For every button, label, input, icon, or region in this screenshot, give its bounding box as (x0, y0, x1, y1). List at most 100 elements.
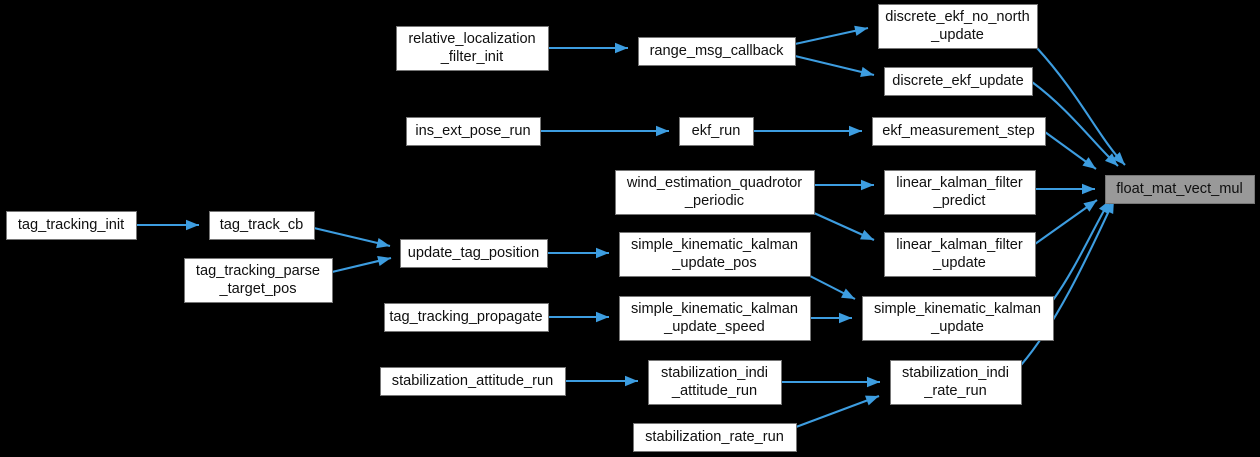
node-label: simple_kinematic_kalman (874, 301, 1041, 317)
node-label: stabilization_indi (661, 365, 768, 381)
arrow-head-icon (861, 179, 874, 191)
arrow-head-icon (854, 25, 868, 36)
node-box[interactable] (878, 4, 1038, 49)
node-label: tag_tracking_propagate (389, 309, 542, 325)
graph-node-tag_tracking_parse_target_pos[interactable]: tag_tracking_parse _target_pos (184, 258, 333, 303)
node-label: _periodic (684, 193, 744, 209)
node-box[interactable] (384, 303, 549, 332)
graph-node-relative_localization_filter_init[interactable]: relative_localization_filter_init (396, 26, 549, 71)
arrow-head-icon (839, 312, 852, 324)
node-label: simple_kinematic_kalman (631, 237, 798, 253)
call-edge (794, 54, 875, 77)
graph-node-stabilization_indi_rate_run[interactable]: stabilization_indi _rate_run (890, 360, 1022, 405)
node-box[interactable] (619, 296, 811, 341)
node-box[interactable] (400, 239, 548, 268)
graph-node-stabilization_indi_attitude_run[interactable]: stabilization_indi _attitude_run (648, 360, 782, 405)
arrow-head-icon (867, 376, 880, 388)
node-label: tag_tracking_parse (196, 263, 320, 279)
node-box[interactable] (679, 117, 754, 146)
node-label: tag_track_cb (220, 217, 304, 233)
node-box[interactable] (380, 367, 566, 396)
arrow-head-icon (656, 125, 669, 137)
node-box[interactable] (396, 26, 549, 71)
node-box[interactable] (209, 211, 315, 240)
node-box[interactable] (633, 423, 797, 452)
arrow-head-icon (1083, 200, 1097, 212)
node-box[interactable] (884, 232, 1036, 277)
graph-node-linear_kalman_filter_predict[interactable]: linear_kalman_filter _predict (884, 170, 1036, 215)
arrow-head-icon (865, 395, 879, 406)
arrow-head-icon (615, 42, 628, 54)
node-label: range_msg_callback (650, 43, 785, 59)
node-label: _predict (933, 193, 986, 209)
node-box[interactable] (184, 258, 333, 303)
node-label: ekf_measurement_step (882, 123, 1035, 139)
graph-node-stabilization_rate_run[interactable]: stabilization_rate_run (633, 423, 797, 452)
node-box[interactable] (862, 296, 1054, 341)
node-label: tag_tracking_init (18, 217, 124, 233)
arrow-head-icon (841, 288, 855, 299)
arrow-head-icon (186, 219, 199, 231)
graph-node-discrete_ekf_no_north_update[interactable]: discrete_ekf_no_north _update (878, 4, 1038, 49)
node-label: _rate_run (923, 383, 986, 399)
node-label: simple_kinematic_kalman (631, 301, 798, 317)
node-label: discrete_ekf_update (892, 73, 1023, 89)
graph-node-ins_ext_pose_run[interactable]: ins_ext_pose_run (406, 117, 541, 146)
graph-node-stabilization_attitude_run[interactable]: stabilization_attitude_run (380, 367, 566, 396)
node-box[interactable] (406, 117, 541, 146)
arrow-head-icon (376, 237, 390, 249)
graph-node-range_msg_callback[interactable]: range_msg_callback (638, 37, 796, 66)
arrow-head-icon (1112, 151, 1125, 165)
graph-node-simple_kinematic_kalman_update_speed[interactable]: simple_kinematic_kalman_update_speed (619, 296, 811, 341)
graph-node-ekf_run[interactable]: ekf_run (679, 117, 754, 146)
graph-node-wind_estimation_quadrotor_periodic[interactable]: wind_estimation_quadrotor _periodic (615, 170, 815, 215)
node-label: ekf_run (692, 123, 741, 139)
arrow-head-icon (596, 311, 609, 323)
arrow-head-icon (1104, 153, 1118, 166)
node-label: stabilization_indi (902, 365, 1009, 381)
node-box[interactable] (648, 360, 782, 405)
node-label: _target_pos (218, 281, 296, 297)
node-box[interactable] (884, 170, 1036, 215)
node-label: _update (932, 255, 986, 271)
graph-node-simple_kinematic_kalman_update_pos[interactable]: simple_kinematic_kalman _update_pos (619, 232, 811, 277)
graph-node-tag_track_cb[interactable]: tag_track_cb (209, 211, 315, 240)
node-box[interactable] (884, 67, 1033, 96)
node-label: discrete_ekf_no_north (885, 9, 1029, 25)
call-edge (1052, 199, 1111, 301)
node-label: _attitude_run (671, 383, 757, 399)
graph-node-float_mat_vect_mul[interactable]: float_mat_vect_mul (1105, 175, 1255, 204)
node-label: ins_ext_pose_run (415, 123, 530, 139)
graph-node-ekf_measurement_step[interactable]: ekf_measurement_step (872, 117, 1046, 146)
node-box[interactable] (615, 170, 815, 215)
node-box[interactable] (890, 360, 1022, 405)
node-box[interactable] (6, 211, 137, 240)
arrow-head-icon (849, 125, 862, 137)
graph-node-linear_kalman_filter_update[interactable]: linear_kalman_filter _update (884, 232, 1036, 277)
graph-node-update_tag_position[interactable]: update_tag_position (400, 239, 548, 268)
call-edge (1020, 199, 1115, 366)
node-label: linear_kalman_filter (896, 237, 1023, 253)
graph-node-tag_tracking_init[interactable]: tag_tracking_init (6, 211, 137, 240)
graph-node-discrete_ekf_update[interactable]: discrete_ekf_update (884, 67, 1033, 96)
node-label: float_mat_vect_mul (1116, 181, 1243, 197)
node-label: _update_pos (671, 255, 756, 271)
arrow-head-icon (625, 375, 638, 387)
node-label: relative_localization (408, 31, 535, 47)
node-label: linear_kalman_filter (896, 175, 1023, 191)
node-box[interactable] (1105, 175, 1255, 204)
call-edge (313, 226, 391, 248)
node-box[interactable] (619, 232, 811, 277)
node-label: stabilization_rate_run (645, 429, 784, 445)
graph-node-simple_kinematic_kalman_update[interactable]: simple_kinematic_kalman _update (862, 296, 1054, 341)
arrow-head-icon (860, 229, 874, 240)
node-box[interactable] (638, 37, 796, 66)
graph-node-tag_tracking_propagate[interactable]: tag_tracking_propagate (384, 303, 549, 332)
node-box[interactable] (872, 117, 1046, 146)
node-label: _update (930, 27, 984, 43)
node-label: wind_estimation_quadrotor (626, 175, 802, 191)
arrow-head-icon (1082, 183, 1095, 195)
node-label: _update (930, 319, 984, 335)
